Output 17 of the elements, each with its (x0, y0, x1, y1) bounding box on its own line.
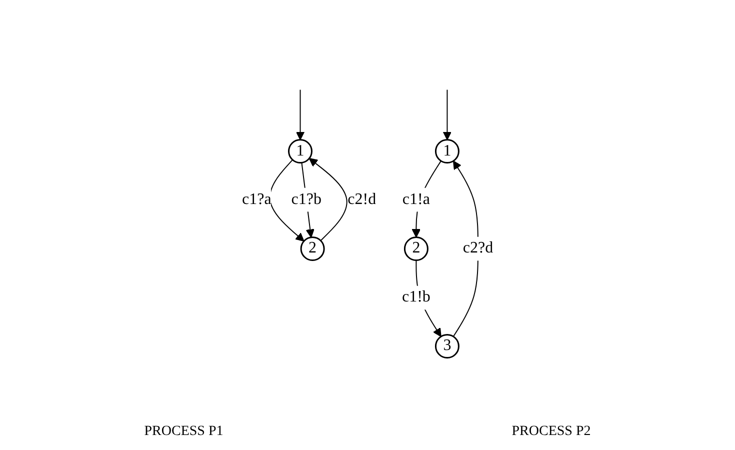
edge-label: c1?b (291, 190, 322, 208)
arrow (269, 159, 304, 242)
edge-label: c2?d (462, 240, 494, 257)
arrow (308, 158, 348, 242)
edge-label: c1!b (402, 288, 430, 306)
node-circle: 2 (300, 236, 325, 261)
arrow (296, 89, 305, 140)
edge-label: c1?a (242, 190, 272, 208)
process-caption: PROCESS P2 (512, 424, 591, 440)
arrow (442, 89, 452, 140)
node-circle: 3 (434, 334, 460, 358)
node-circle: 1 (288, 139, 312, 164)
process-caption: PROCESS P1 (144, 424, 224, 440)
node-circle: 2 (404, 236, 428, 261)
node-circle: 1 (434, 139, 460, 164)
edge-label: c1!a (402, 190, 430, 208)
edge-label: c2!d (348, 190, 376, 208)
